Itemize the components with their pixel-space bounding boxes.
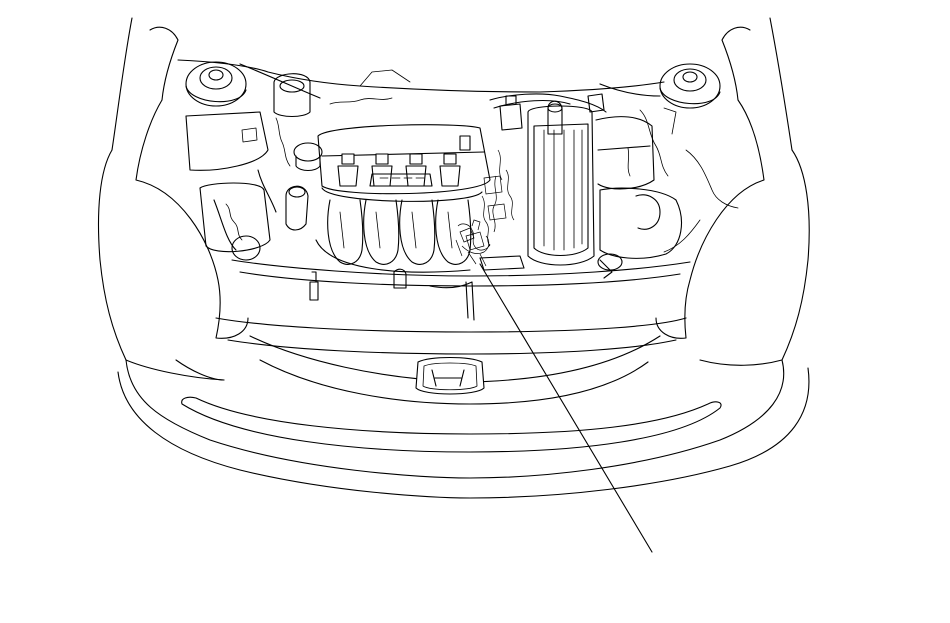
ignition-coil-2 xyxy=(371,153,393,187)
ignition-coil-3 xyxy=(405,153,427,187)
car-body-outline xyxy=(97,17,810,499)
harness-connector-cluster xyxy=(455,149,515,267)
right-side-components xyxy=(587,93,739,279)
ignition-coil-1 xyxy=(337,153,359,187)
left-side-components xyxy=(185,69,411,261)
ignition-coil-4 xyxy=(439,153,461,187)
cowl-firewall xyxy=(177,59,665,99)
intake-manifold xyxy=(315,187,483,273)
front-cross-member xyxy=(231,255,691,287)
lower-sensors xyxy=(309,268,475,321)
ignition-coils xyxy=(337,135,471,187)
sensor-plug xyxy=(459,135,471,151)
left-strut-tower xyxy=(185,61,247,107)
right-strut-tower xyxy=(659,63,721,109)
honda-emblem xyxy=(415,357,485,395)
callout-leader-line xyxy=(479,263,653,553)
radiator-assembly xyxy=(489,93,607,266)
